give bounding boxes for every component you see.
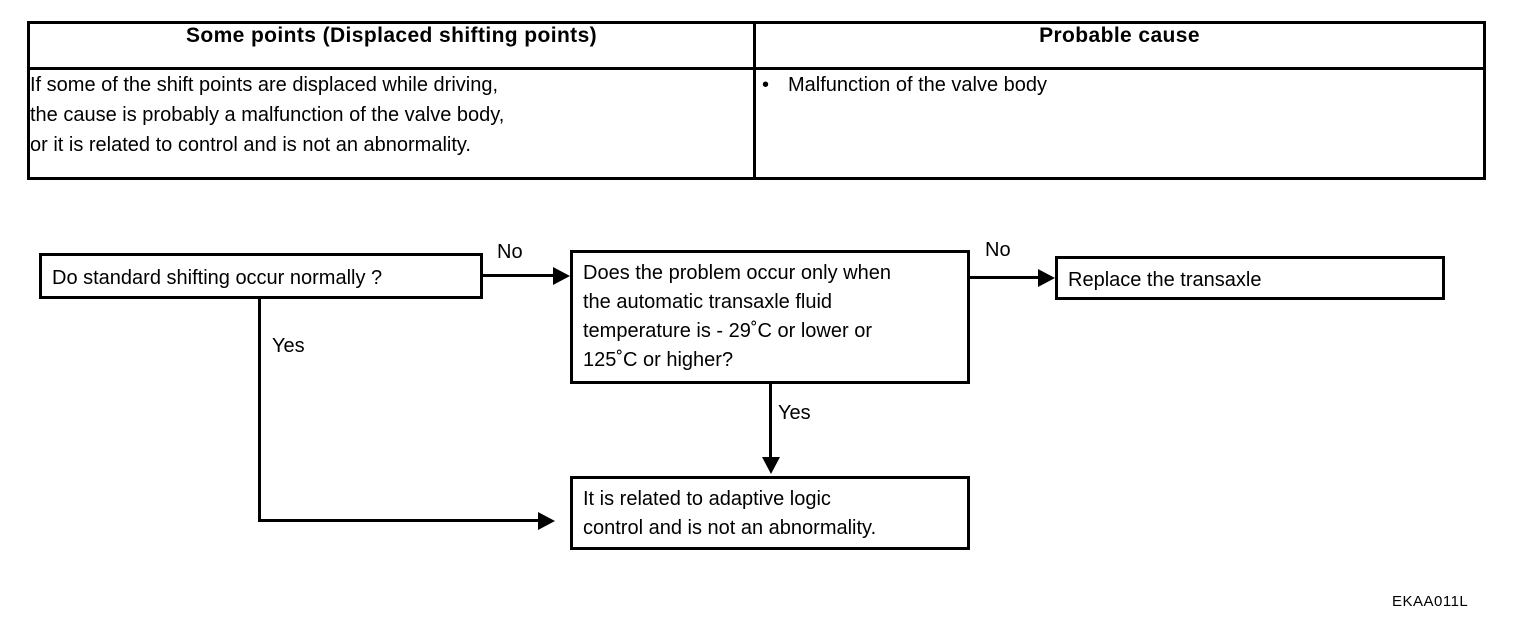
connector-standard-yes-vertical [258,299,261,521]
flow-box-replace-transaxle: Replace the transaxle [1055,256,1445,300]
flow-box-standard-shifting: Do standard shifting occur normally ? [39,253,483,299]
connector-fluidtemp-to-adaptive [769,384,772,459]
flow-box-standard-shifting-line: Do standard shifting occur normally ? [52,267,383,289]
edge-label-no-fluid-temperature: No [985,239,1011,261]
table-header-probable-cause: Probable cause [753,21,1486,70]
edge-label-yes-standard-shifting: Yes [272,335,305,357]
symptom-line: or it is related to control and is not a… [30,134,471,156]
symptom-description-cell: If some of the shift points are displace… [27,67,756,180]
connector-standard-to-fluidtemp [483,274,555,277]
arrowhead-standard-yes-to-adaptive [538,512,555,530]
flow-box-fluid-temperature-line: temperature is - 29˚C or lower or [583,320,872,342]
symptom-line: If some of the shift points are displace… [30,74,499,96]
figure-reference-code: EKAA011L [1392,593,1469,610]
arrowhead-fluidtemp-to-replace [1038,269,1055,287]
flow-box-fluid-temperature-line: Does the problem occur only when [583,262,891,284]
flow-box-adaptive-logic: It is related to adaptive logic control … [570,476,970,550]
flow-box-adaptive-logic-line: It is related to adaptive logic [583,488,831,510]
symptom-line: the cause is probably a malfunction of t… [30,104,505,126]
table-header-probable-cause-text: Probable cause [1039,24,1200,47]
flow-box-adaptive-logic-line: control and is not an abnormality. [583,517,877,539]
flow-box-fluid-temperature: Does the problem occur only when the aut… [570,250,970,384]
probable-cause-cell: • Malfunction of the valve body [753,67,1486,180]
edge-label-yes-fluid-temperature: Yes [778,402,811,424]
table-header-row: Some points (Displaced shifting points) … [27,21,1486,70]
arrowhead-standard-to-fluidtemp [553,267,570,285]
probable-cause-text: Malfunction of the valve body [788,74,1048,96]
list-item: • Malfunction of the valve body [756,70,1483,100]
connector-standard-yes-horizontal [258,519,540,522]
edge-label-no-standard-shifting: No [497,241,523,263]
symptom-cause-table: Some points (Displaced shifting points) … [27,21,1486,180]
flow-box-fluid-temperature-line: 125˚C or higher? [583,349,734,371]
table-header-some-points-text: Some points (Displaced shifting points) [185,24,598,47]
table-header-some-points: Some points (Displaced shifting points) [27,21,756,70]
bullet-icon: • [762,74,770,96]
arrowhead-fluidtemp-to-adaptive [762,457,780,474]
table-body-row: If some of the shift points are displace… [27,67,1486,180]
flow-box-replace-transaxle-line: Replace the transaxle [1068,269,1262,291]
flow-box-fluid-temperature-line: the automatic transaxle fluid [583,291,833,313]
connector-fluidtemp-to-replace [970,276,1040,279]
